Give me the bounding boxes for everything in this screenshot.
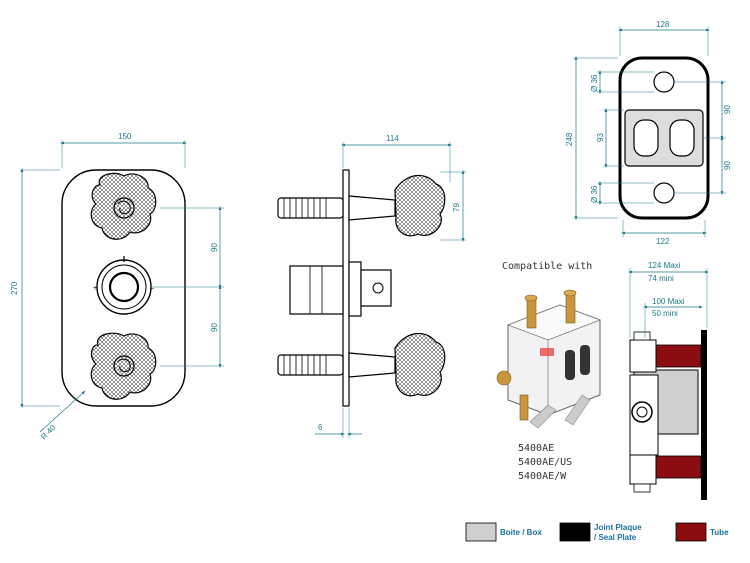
bottom-rose-knob	[90, 332, 157, 400]
compatible-title: Compatible with	[502, 261, 592, 272]
legend: Boite / Box Joint Plaque / Seal Plate Tu…	[465, 522, 729, 542]
plate-bottom-width-label: 122	[656, 237, 670, 246]
box-min-depth-label: 74 mini	[648, 274, 674, 283]
compatible-model-1: 5400AE	[518, 443, 554, 454]
legend-label-tube: Tube	[710, 528, 729, 537]
plate-height-label: 248	[565, 132, 574, 146]
front-view: + – 150 270 90 90 R 40	[10, 132, 224, 441]
plate-spacing-top-label: 90	[723, 105, 732, 114]
compatible-model-3: 5400AE/W	[518, 471, 567, 482]
front-radius-label: R 40	[39, 423, 58, 442]
bottom-stem	[277, 332, 446, 397]
side-knob-height-label: 79	[452, 203, 461, 212]
box-max-depth-label: 124 Maxi	[648, 261, 681, 270]
front-plate	[61, 169, 186, 407]
center-control-knob: + –	[93, 256, 154, 315]
middle-body	[289, 261, 392, 317]
svg-text:+: +	[93, 285, 97, 292]
front-spacing-bottom-label: 90	[210, 323, 219, 332]
plate-center-label: 93	[596, 133, 605, 142]
legend-swatch-seal	[559, 522, 591, 542]
compatible-section: Compatible with 5400AE 5400AE/US 5400AE/…	[496, 261, 602, 482]
plate-hole-top-label: Ø 36	[590, 74, 599, 92]
compatible-model-2: 5400AE/US	[518, 457, 572, 468]
top-stem	[277, 174, 446, 237]
plate-width-label: 128	[656, 20, 670, 29]
side-plate-thickness-label: 6	[318, 423, 323, 432]
legend-swatch-box	[465, 522, 497, 542]
seal-hole-top	[653, 71, 675, 93]
svg-text:–: –	[150, 285, 154, 292]
box-section-view: 124 Maxi 74 mini 100 Maxi 50 mini	[627, 261, 710, 500]
front-height-label: 270	[10, 281, 19, 295]
tube-bottom	[655, 455, 702, 479]
side-plate	[342, 169, 350, 407]
mixing-box-illustration	[496, 289, 602, 429]
box-max-depth2-label: 100 Maxi	[652, 297, 685, 306]
plate-hole-bottom-label: Ø 36	[590, 185, 599, 203]
front-width-label: 150	[118, 132, 132, 141]
legend-label-box: Boite / Box	[500, 528, 542, 537]
top-rose-knob	[90, 172, 157, 240]
tube-top	[655, 344, 702, 368]
legend-label-seal-line1: Joint Plaque	[594, 523, 642, 532]
side-depth-label: 114	[386, 134, 399, 143]
front-spacing-top-label: 90	[210, 243, 219, 252]
box-min-depth2-label: 50 mini	[652, 309, 678, 318]
side-view: 114 79 6	[277, 134, 466, 438]
seal-hole-bottom	[653, 182, 675, 204]
legend-swatch-tube	[675, 522, 707, 542]
seal-plate-view: 128 248 Ø 36 93 Ø 36 90 90 122	[565, 20, 732, 246]
legend-label-seal-line2: / Seal Plate	[594, 533, 637, 542]
plate-spacing-bottom-label: 90	[723, 161, 732, 170]
